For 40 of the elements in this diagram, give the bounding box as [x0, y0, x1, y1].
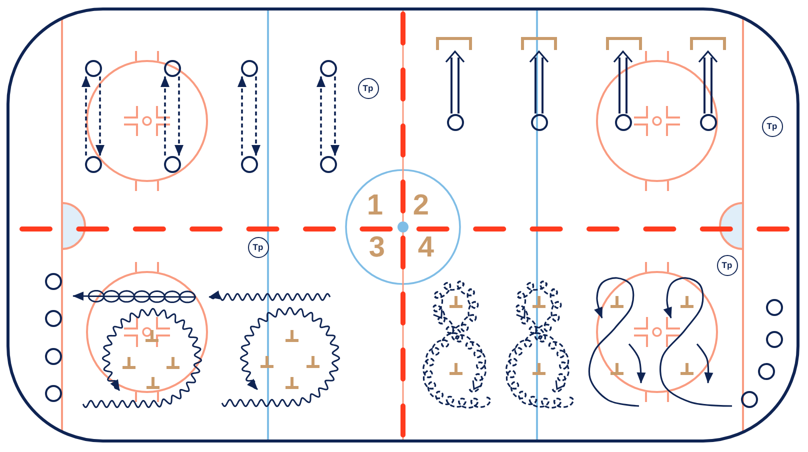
player-circle: [766, 298, 782, 316]
goal-net: [606, 36, 642, 50]
dashed-arrow: [238, 76, 246, 156]
double-line-arrow: [613, 50, 633, 114]
quadrant-number: 3: [368, 234, 386, 262]
goal-net: [521, 36, 557, 50]
quadrant-number: 1: [366, 192, 384, 220]
dashed-arrow: [174, 76, 184, 156]
quadrant-number: 2: [412, 192, 430, 220]
double-line-arrow: [445, 50, 465, 114]
quadrant-number: 4: [418, 234, 434, 262]
player-circle: [240, 156, 258, 172]
player-circle: [44, 310, 62, 326]
dashed-arrow: [96, 76, 104, 156]
dashed-arrow: [82, 76, 90, 156]
player-circle: [44, 272, 62, 290]
dashed-arrow: [316, 76, 326, 156]
player-circle: [766, 330, 782, 348]
player-circle: [44, 384, 62, 402]
goal-net: [436, 36, 472, 50]
double-line-arrow: [698, 50, 718, 114]
player-circle: [446, 114, 464, 130]
player-circle: [44, 348, 62, 364]
player-circle: [164, 60, 180, 76]
dashed-arrow: [252, 76, 260, 156]
dashed-arrow: [160, 76, 170, 156]
player-circle: [320, 156, 336, 172]
player-circle: [320, 60, 336, 76]
player-circle: [700, 114, 716, 130]
player-circle: [240, 60, 258, 76]
dashed-arrow: [330, 76, 340, 156]
player-circle: [758, 362, 774, 380]
player-circle: [164, 156, 180, 172]
player-circle: [530, 114, 548, 130]
player-circle: [614, 114, 632, 130]
player-circle: [84, 60, 102, 76]
double-line-arrow: [529, 50, 549, 114]
player-circle: [740, 390, 758, 408]
goal-net: [690, 36, 726, 50]
player-circle: [84, 156, 102, 172]
